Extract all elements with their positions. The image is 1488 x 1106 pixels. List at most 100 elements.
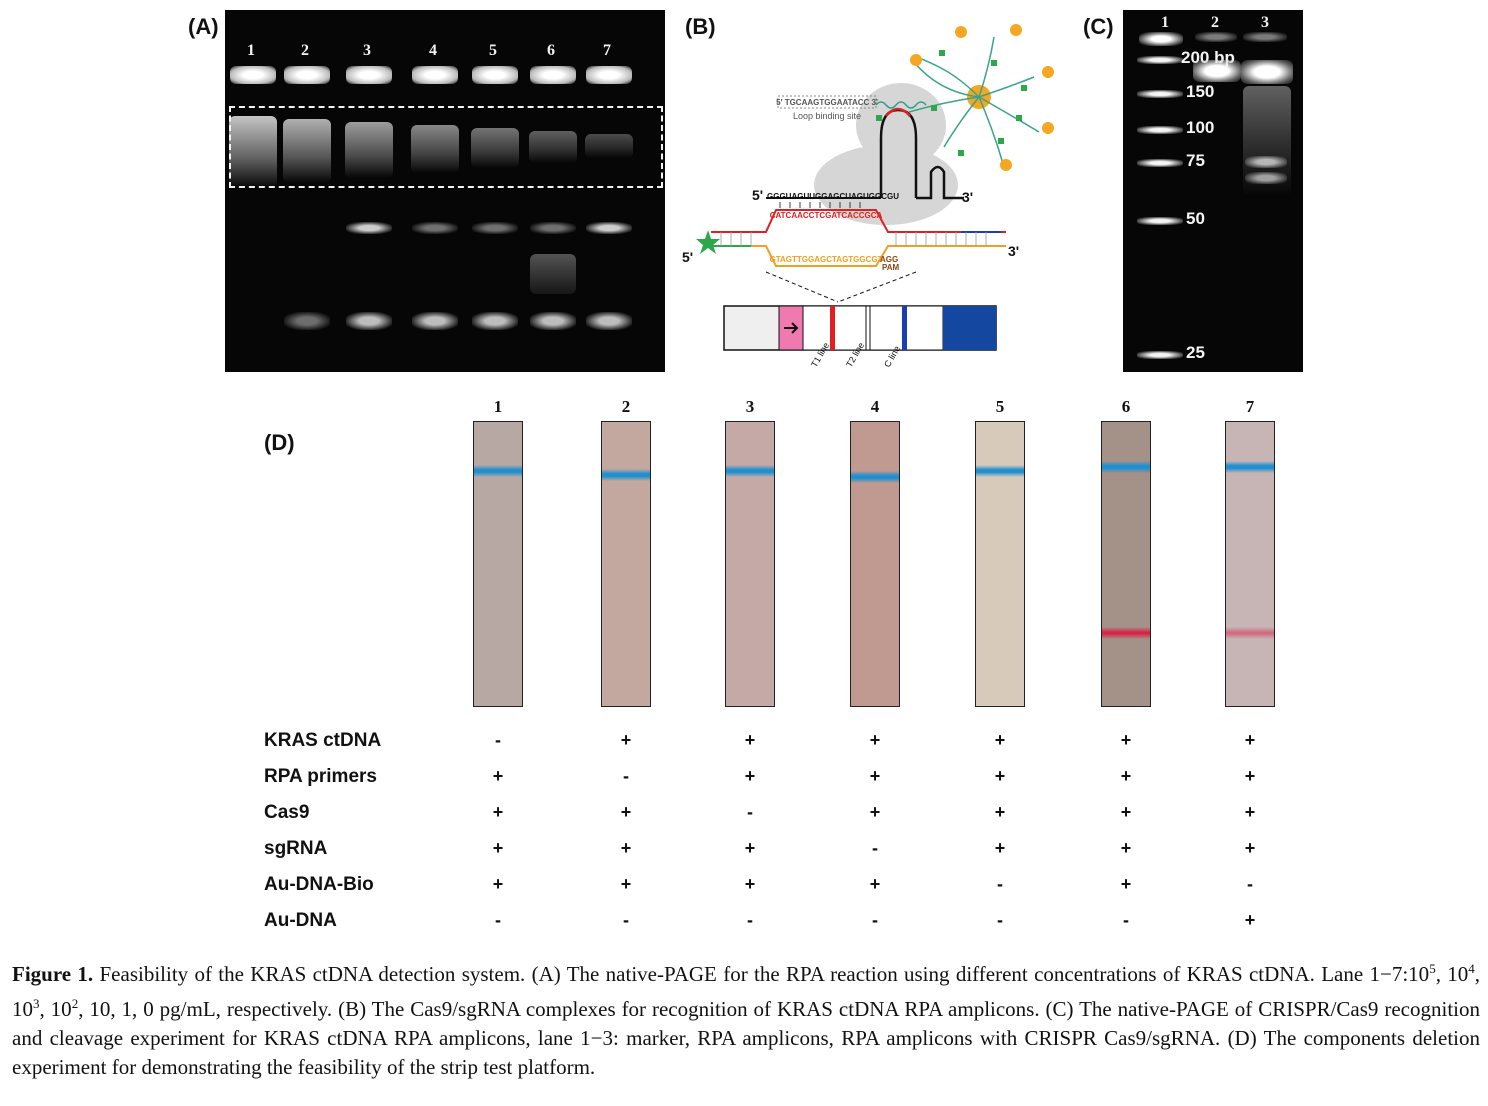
gel-a-lane-number: 7 [603,42,611,59]
gel-a-lane-number: 1 [247,42,255,59]
component-cell: - [1123,910,1129,930]
smear-band [345,122,393,178]
component-cell: + [620,730,632,750]
smear-band [529,131,577,163]
control-line [474,465,522,477]
component-cell: + [744,766,756,786]
amplicon-band [1241,60,1293,84]
smear-band [411,125,459,173]
test-strip [1101,421,1151,707]
component-cell: + [994,802,1006,822]
component-cell: + [1244,910,1256,930]
component-row-label: Au-DNA-Bio [264,874,374,895]
marker-label: 150 [1186,82,1215,101]
panel-d-label: (D) [264,430,295,455]
well-band [1195,32,1237,42]
component-cell: + [869,802,881,822]
strip-number: 5 [995,397,1005,416]
strip-number: 4 [870,397,880,416]
test-strip [975,421,1025,707]
orange-seq: GTAGTTGGAGCTAGTGGCGT [769,255,882,264]
caption-text-5: , 10, 1, 0 pg/mL, respectively. (B) The … [12,997,1480,1079]
test-strip [473,421,523,707]
red-seq: CATCAACCTCGATCACCGCA [770,211,883,220]
product-band [412,222,458,234]
gel-a-lane-number: 5 [489,42,497,59]
dashed-box [229,106,663,188]
component-cell: + [492,802,504,822]
control-line [1102,461,1150,473]
test-strip [725,421,775,707]
component-cell: - [495,910,501,930]
caption-sup-5: 5 [1429,961,1436,976]
agg-label: AGG [880,255,898,264]
well-band [346,66,392,84]
component-row-label: Au-DNA [264,910,337,931]
sg-3prime: 3' [962,189,973,205]
caption-text-3: , 10 [12,962,1481,1021]
control-line [602,469,650,481]
component-row-label: Cas9 [264,802,310,823]
gel-a-lane-number: 2 [301,42,309,59]
component-cell: + [1120,874,1132,894]
component-cell: + [994,766,1006,786]
test-strip [1225,421,1275,707]
component-cell: - [747,802,753,822]
marker-label: 75 [1186,151,1205,170]
caption-sup-3: 3 [33,996,40,1011]
component-cell: + [1120,766,1132,786]
cas9-schematic: 5' TGCAAGTGGAATACC 3' Loop binding site … [682,24,1054,369]
well-band [230,66,276,84]
strip-number: 2 [621,397,631,416]
product-band [530,222,576,234]
loop-label: Loop binding site [793,111,861,121]
gel-c-lane-number: 2 [1211,14,1219,31]
gel-c-lane-number: 3 [1261,14,1269,31]
gel-c-lane-number: 1 [1161,14,1169,31]
component-cell: + [994,838,1006,858]
smear-band-extra [530,254,576,294]
test-line [1102,627,1150,639]
component-cell: + [744,730,756,750]
component-row-label: KRAS ctDNA [264,730,382,751]
component-row-label: sgRNA [264,838,328,859]
component-cell: + [1244,766,1256,786]
caption-text-2: , 10 [1435,962,1469,986]
panel-a-label: (A) [188,14,219,39]
panel-c-label: (C) [1083,14,1114,39]
star-icon [696,230,720,254]
pam-label: PAM [882,263,900,272]
strip-number: 7 [1245,397,1255,416]
component-row-label: RPA primers [264,766,377,787]
marker-band [1137,351,1183,359]
component-cell: - [997,910,1003,930]
well-band [1139,32,1183,46]
control-line [726,465,774,477]
marker-band [1137,126,1183,134]
amplicon-band [1193,60,1241,82]
component-cell: + [492,766,504,786]
product-band [346,222,392,234]
marker-label: 25 [1186,343,1205,362]
strip-number: 3 [745,397,755,416]
strip-number: 6 [1121,397,1131,416]
component-cell: + [1244,838,1256,858]
test-strip [601,421,651,707]
strip-number: 1 [493,397,503,416]
component-cell: + [620,838,632,858]
marker-band [1137,217,1183,225]
well-band [472,66,518,84]
component-cell: + [1120,838,1132,858]
control-line [976,465,1024,477]
component-cell: + [1120,730,1132,750]
well-band [412,66,458,84]
component-cell: - [997,874,1003,894]
gel-a-lane-number: 6 [547,42,555,59]
component-cell: + [1120,802,1132,822]
marker-band [1137,56,1183,64]
component-cell: - [623,910,629,930]
test-line [1226,627,1274,639]
component-cell: + [994,730,1006,750]
dna-5prime: 5' [682,249,693,265]
